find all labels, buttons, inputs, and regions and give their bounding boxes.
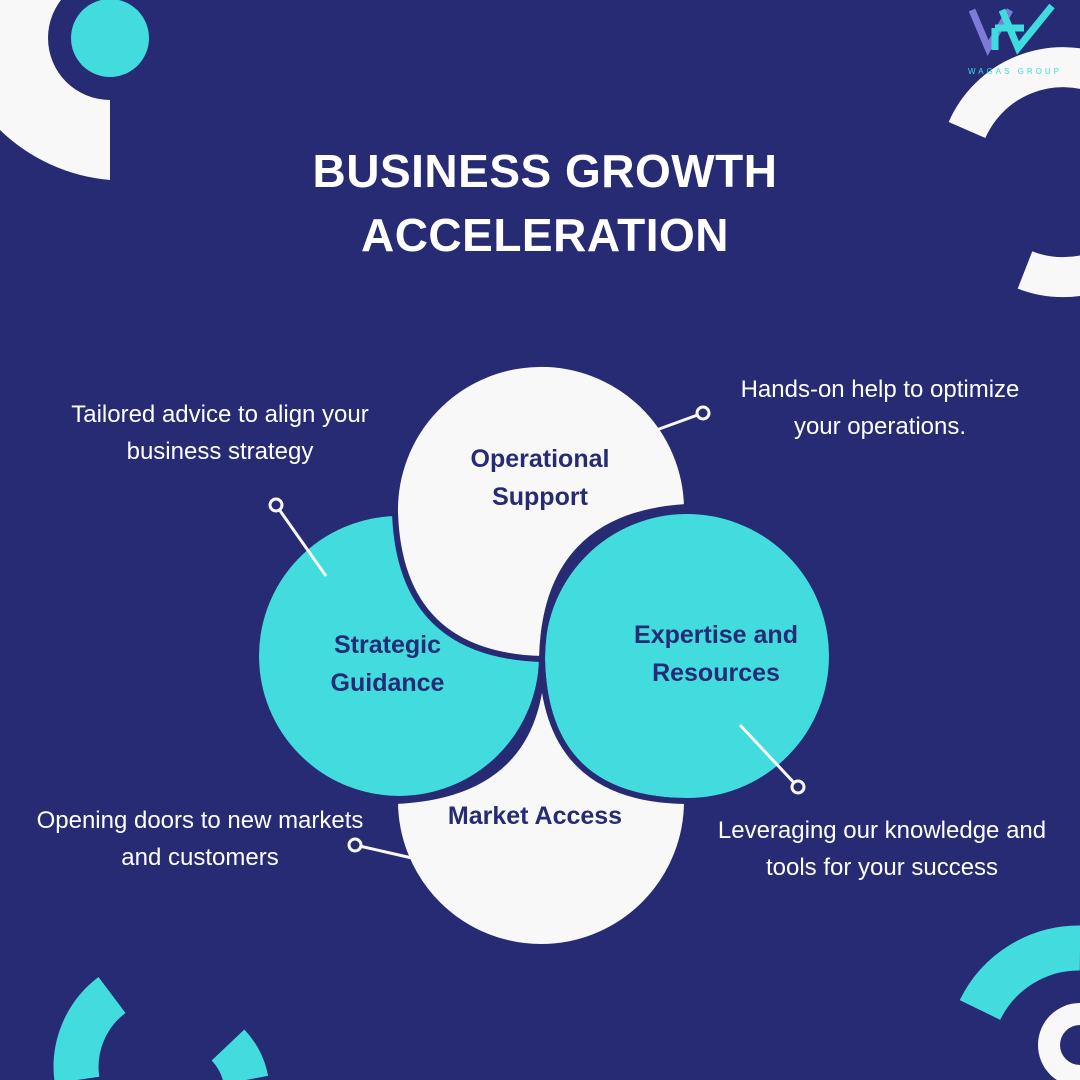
connector-operational — [639, 405, 711, 438]
strategic-guidance-description: Tailored advice to align your business s… — [30, 396, 410, 470]
operational-support-description-line-2: your operations. — [793, 413, 967, 440]
expertise-resources-label-line-2: Resources — [652, 659, 780, 687]
strategic-guidance-label-line-1: Strategic — [334, 631, 441, 659]
operational-support-label: Operational Support — [420, 440, 660, 516]
expertise-resources-description-line-1: Leveraging our knowledge and — [717, 817, 1047, 844]
connector-expertise — [738, 723, 806, 795]
market-access-description: Opening doors to new markets and custome… — [10, 802, 390, 876]
petal-market-access — [391, 658, 691, 950]
expertise-resources-description-line-2: tools for your success — [765, 854, 999, 881]
bottom-right-navy-dot — [1060, 1025, 1080, 1065]
market-access-description-line-1: Opening doors to new markets — [36, 807, 364, 834]
page-title-line-2: ACCELERATION — [360, 209, 730, 261]
wg-monogram-logo — [968, 3, 1055, 56]
connector-strategic — [268, 497, 328, 577]
market-access-label-line-1: Market Access — [447, 802, 623, 830]
connector-market — [347, 837, 479, 875]
petal-operational-support — [391, 361, 691, 663]
bottom-left-cyan-arc — [53, 977, 127, 1080]
expertise-resources-label: Expertise and Resources — [596, 616, 836, 692]
top-left-cyan-dot — [71, 0, 149, 77]
expertise-resources-label-line-1: Expertise and — [634, 621, 798, 649]
strategic-guidance-label: Strategic Guidance — [270, 626, 505, 702]
operational-support-label-line-1: Operational — [470, 445, 610, 473]
strategic-guidance-description-line-1: Tailored advice to align your — [71, 401, 369, 428]
operational-support-description-line-1: Hands-on help to optimize — [740, 376, 1020, 403]
brand-name: WAGAS GROUP — [967, 67, 1063, 76]
bottom-right-cyan-arc — [959, 925, 1080, 1021]
operational-support-description: Hands-on help to optimize your operation… — [690, 371, 1070, 445]
market-access-description-line-2: and customers — [121, 844, 279, 871]
top-right-white-arc — [948, 47, 1080, 298]
bottom-left-cyan-arc-small — [210, 1029, 269, 1080]
strategic-guidance-label-line-2: Guidance — [330, 669, 445, 697]
strategic-guidance-description-line-2: business strategy — [126, 438, 314, 465]
market-access-label: Market Access — [410, 797, 660, 835]
operational-support-label-line-2: Support — [492, 483, 588, 511]
expertise-resources-description: Leveraging our knowledge and tools for y… — [692, 812, 1072, 886]
page-title-line-1: BUSINESS GROWTH — [312, 145, 778, 197]
